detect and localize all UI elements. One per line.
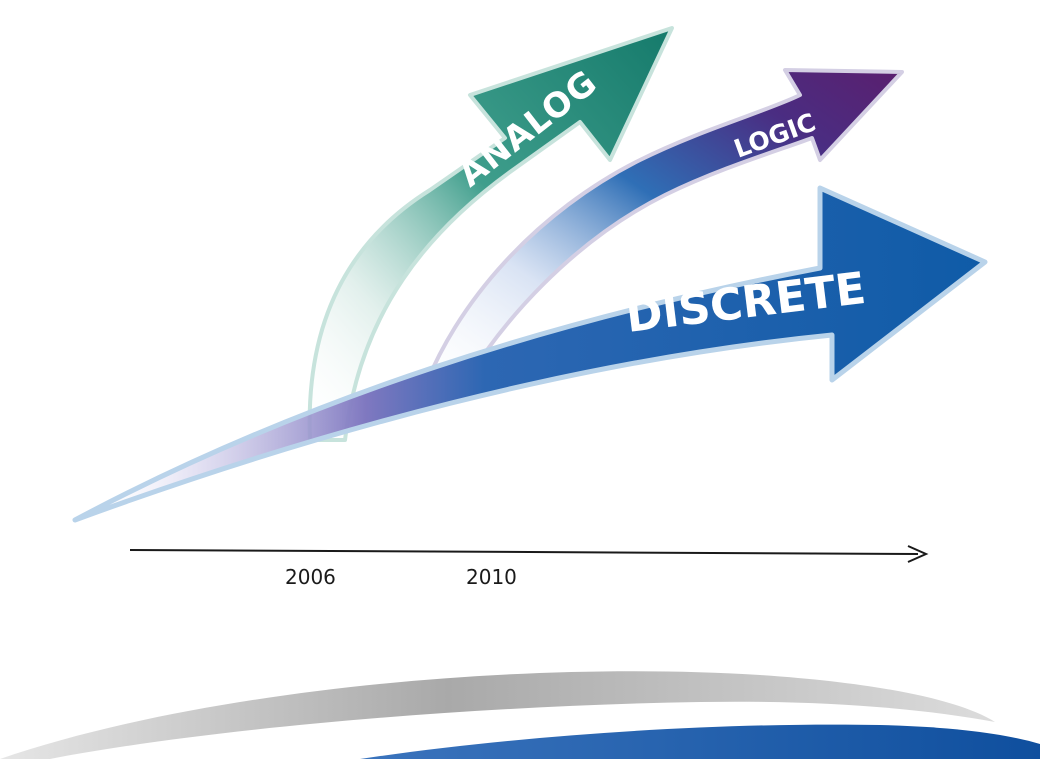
- timeline-tick-2010: 2010: [466, 565, 517, 589]
- gray-swoosh: [0, 671, 995, 759]
- timeline-arrowhead-icon: [907, 545, 929, 563]
- timeline-tick-2006: 2006: [285, 565, 336, 589]
- timeline-axis: [129, 549, 919, 555]
- timeline: 2006 2010: [129, 545, 929, 589]
- blue-swoosh: [360, 724, 1040, 759]
- footer-swoosh: [0, 671, 1040, 759]
